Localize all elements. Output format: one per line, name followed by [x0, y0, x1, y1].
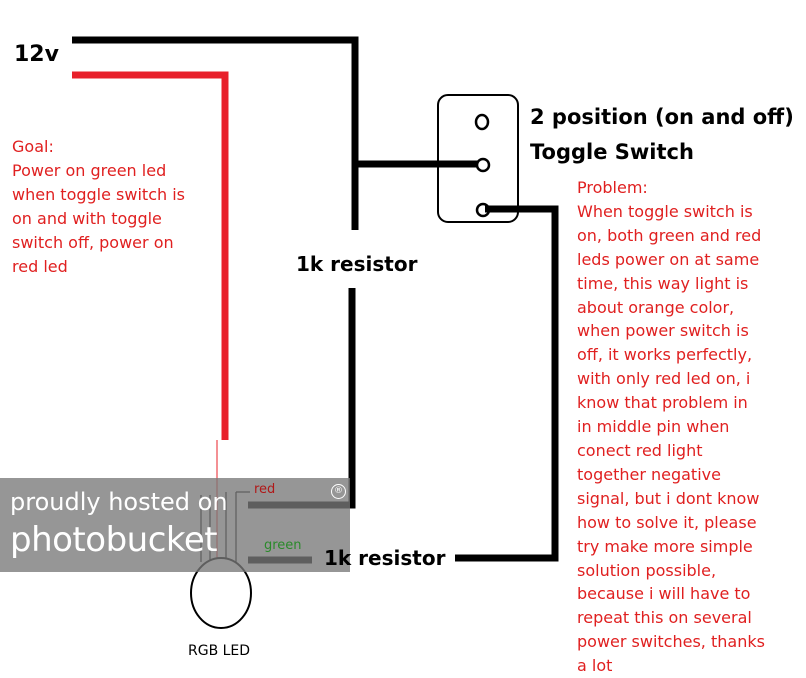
goal-line: red led	[12, 257, 68, 276]
problem-line: off, it works perfectly,	[577, 345, 753, 365]
photobucket-watermark: proudly hosted on photobucket ®	[0, 478, 350, 572]
registered-mark-icon: ®	[331, 484, 346, 499]
watermark-line1: proudly hosted on	[10, 488, 228, 516]
switch-title-line1: 2 position (on and off)	[530, 105, 794, 129]
problem-line: because i will have to	[577, 584, 751, 604]
problem-line: solution possible,	[577, 560, 717, 580]
goal-note: Goal: Power on green led when toggle swi…	[12, 135, 212, 279]
led-red-pin-label: red	[254, 482, 276, 497]
watermark-line2: photobucket	[10, 520, 218, 560]
goal-heading: Goal:	[12, 137, 54, 156]
problem-line: signal, but i dont know	[577, 488, 760, 508]
problem-line: know that problem in	[577, 393, 748, 413]
problem-note: Problem: When toggle switch is on, both …	[577, 176, 792, 678]
goal-line: when toggle switch is	[12, 185, 185, 204]
switch-title-line2: Toggle Switch	[530, 140, 694, 164]
problem-line: When toggle switch is	[577, 201, 753, 221]
problem-line: power switches, thanks	[577, 632, 765, 652]
toggle-switch-body[interactable]	[437, 94, 519, 223]
problem-line: conect red light	[577, 440, 703, 460]
problem-line: try make more simple	[577, 536, 753, 556]
problem-line: together negative	[577, 464, 721, 484]
problem-line: leds power on at same	[577, 249, 760, 269]
rgb-led-label: RGB LED	[188, 643, 251, 659]
supply-voltage-label: 12v	[14, 42, 59, 67]
switch-pin-top	[474, 113, 490, 131]
goal-line: Power on green led	[12, 161, 167, 180]
problem-line: in middle pin when	[577, 417, 730, 437]
upper-resistor-output-wire	[248, 288, 356, 509]
problem-line: a lot	[577, 656, 613, 676]
switch-bottom-wire	[455, 205, 559, 562]
switch-pin-bottom	[475, 202, 491, 218]
problem-line: how to solve it, please	[577, 512, 757, 532]
positive-supply-wire	[72, 71, 229, 440]
led-green-pin-label: green	[264, 538, 302, 553]
problem-line: about orange color,	[577, 297, 735, 317]
problem-line: on, both green and red	[577, 225, 762, 245]
problem-line: when power switch is	[577, 321, 749, 341]
problem-line: with only red led on, i	[577, 369, 751, 389]
problem-line: repeat this on several	[577, 608, 752, 628]
upper-resistor-label: 1k resistor	[296, 252, 418, 276]
lower-resistor-label: 1k resistor	[324, 546, 446, 570]
goal-line: on and with toggle	[12, 209, 162, 228]
switch-pin-middle	[475, 157, 491, 173]
problem-line: time, this way light is	[577, 273, 749, 293]
goal-line: switch off, power on	[12, 233, 174, 252]
problem-heading: Problem:	[577, 178, 648, 197]
